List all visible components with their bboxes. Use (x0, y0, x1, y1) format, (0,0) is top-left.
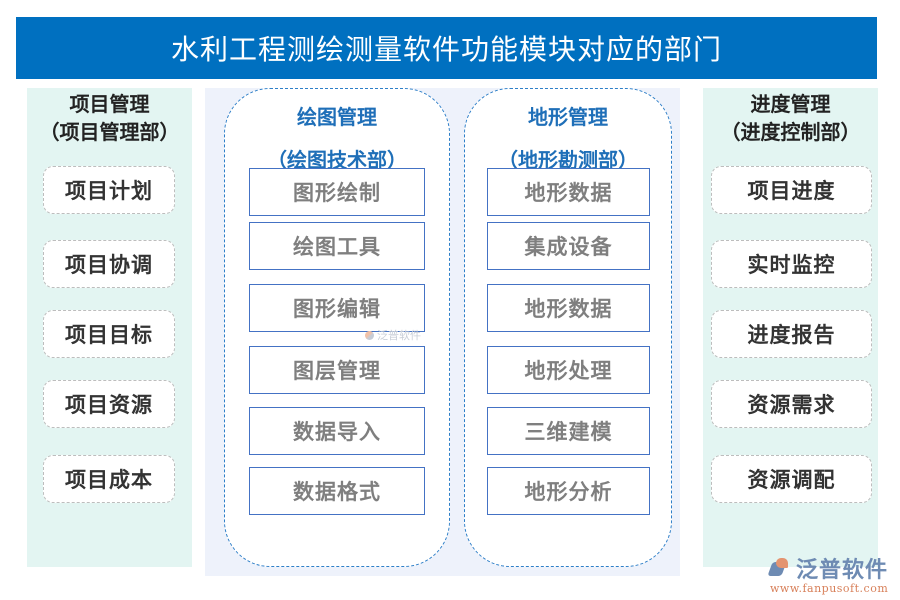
panel-heading: 项目管理 (69, 92, 150, 116)
project-management-panel: 项目管理 （项目管理部） 项目计划 项目协调 项目目标 项目资源 项目成本 (27, 88, 192, 567)
module-box[interactable]: 图形绘制 (249, 168, 425, 216)
module-card[interactable]: 资源调配 (711, 455, 872, 503)
module-box[interactable]: 地形处理 (487, 346, 650, 394)
module-card[interactable]: 项目目标 (43, 310, 175, 358)
module-box[interactable]: 图层管理 (249, 346, 425, 394)
module-card[interactable]: 项目进度 (711, 166, 872, 214)
module-card[interactable]: 实时监控 (711, 240, 872, 288)
module-box[interactable]: 地形数据 (487, 168, 650, 216)
module-box[interactable]: 三维建模 (487, 407, 650, 455)
page-title: 水利工程测绘测量软件功能模块对应的部门 (16, 17, 877, 79)
fanpu-logo-icon (767, 558, 792, 578)
module-box[interactable]: 图形编辑 (249, 284, 425, 332)
schedule-management-panel: 进度管理 （进度控制部） 项目进度 实时监控 进度报告 资源需求 资源调配 (703, 88, 878, 567)
brand-logo: 泛普软件 www.fanpusoft.com (767, 552, 894, 598)
center-panel: 绘图管理 （绘图技术部） 地形管理 （地形勘测部） 图形绘制 绘图工具 图形编辑… (205, 88, 680, 576)
module-box[interactable]: 集成设备 (487, 222, 650, 270)
module-box[interactable]: 地形分析 (487, 467, 650, 515)
group-title: 地形管理 (528, 105, 608, 129)
module-box[interactable]: 数据格式 (249, 467, 425, 515)
logo-url: www.fanpusoft.com (770, 582, 889, 595)
module-box[interactable]: 地形数据 (487, 284, 650, 332)
module-card[interactable]: 项目成本 (43, 455, 175, 503)
logo-name: 泛普软件 (796, 558, 889, 583)
module-card[interactable]: 资源需求 (711, 380, 872, 428)
panel-department: （项目管理部） (39, 120, 180, 144)
panel-department: （进度控制部） (720, 120, 861, 144)
module-box[interactable]: 数据导入 (249, 407, 425, 455)
module-box[interactable]: 绘图工具 (249, 222, 425, 270)
panel-heading: 进度管理 (750, 92, 831, 116)
module-card[interactable]: 项目资源 (43, 380, 175, 428)
watermark-logo-icon (365, 330, 374, 340)
watermark: 泛普软件 (365, 327, 421, 343)
module-card[interactable]: 项目协调 (43, 240, 175, 288)
module-card[interactable]: 项目计划 (43, 166, 175, 214)
group-title: 绘图管理 (297, 105, 377, 129)
module-card[interactable]: 进度报告 (711, 310, 872, 358)
